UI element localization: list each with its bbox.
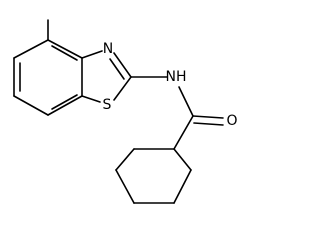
bond-s-c7a: [81, 95, 101, 103]
bond-n-c2-a: [113, 52, 132, 78]
bond-n-c2-b: [109, 58, 125, 80]
bond-benzene-3: [13, 95, 49, 116]
bond-benzene-inner-3: [51, 94, 78, 110]
bond-benzene-1: [13, 39, 49, 59]
bond-c3a-n: [81, 50, 103, 59]
atom-label-nh-amide: NH: [166, 69, 187, 85]
atom-label-o-carbonyl: O: [226, 113, 237, 129]
bond-cyclohexane-4: [115, 169, 135, 204]
molecule-svg: N S NH O: [13, 19, 238, 204]
bond-benzene-6: [47, 39, 83, 59]
bond-carbonyl-cyclohexyl: [173, 115, 194, 150]
atom-label-s-thiazole: S: [103, 97, 112, 113]
bond-carbonyl-o-1: [192, 115, 224, 119]
bond-nh-carbonyl: [178, 86, 194, 117]
bond-cyclohexane-5: [115, 148, 135, 171]
bond-cyclohexane-1: [173, 148, 192, 171]
atom-label-n-thiazole: N: [103, 41, 113, 57]
bond-benzene-4: [47, 95, 83, 116]
bond-benzene-inner-2: [51, 45, 78, 61]
bond-carbonyl-o-2: [193, 122, 224, 126]
bond-c2-s: [113, 76, 132, 101]
chemical-structure-diagram: N S NH O: [13, 19, 238, 204]
bond-cyclohexane-2: [173, 169, 192, 204]
